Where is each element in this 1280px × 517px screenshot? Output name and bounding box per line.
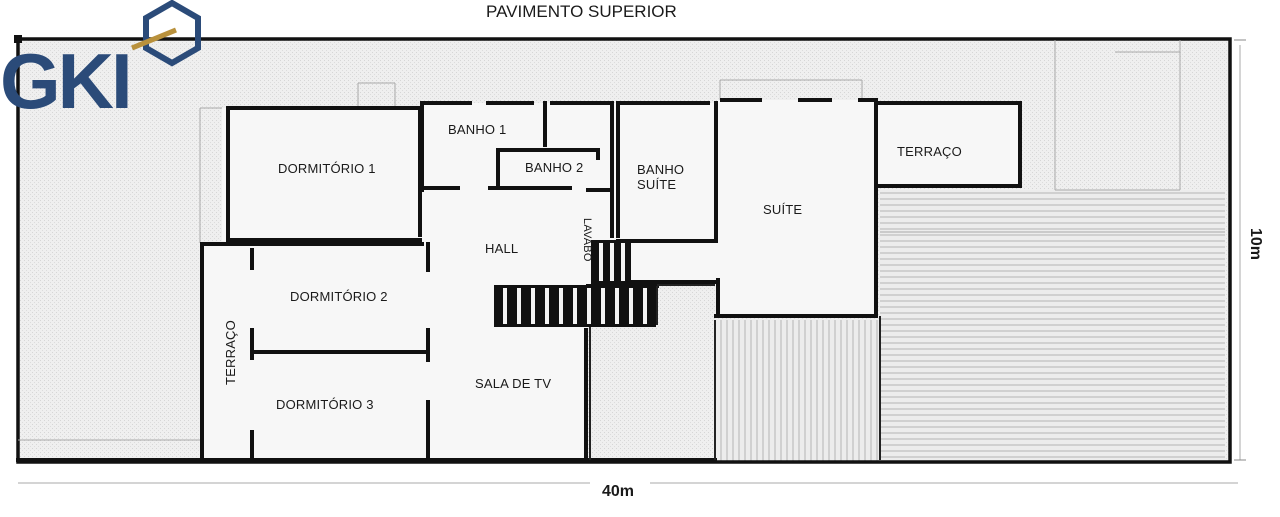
room-label-dormitorio-1: DORMITÓRIO 1: [278, 161, 376, 176]
room-label-banho-1: BANHO 1: [448, 122, 507, 137]
interior-floor: [202, 100, 1020, 462]
dimension-width: 40m: [602, 483, 635, 500]
walls: [16, 98, 1022, 462]
room-label-suite: SUÍTE: [763, 202, 803, 217]
room-label-terraco-left: TERRAÇO: [223, 320, 238, 385]
room-label-hall: HALL: [485, 241, 519, 256]
room-label-dormitorio-3: DORMITÓRIO 3: [276, 397, 374, 412]
room-label-terraco-right: TERRAÇO: [897, 144, 962, 159]
page-title: PAVIMENTO SUPERIOR: [486, 2, 677, 21]
logo-mark: [131, 0, 201, 67]
corner-marker: [14, 35, 22, 43]
dimension-lines: [1234, 39, 1246, 461]
room-label-banho-suite-2: SUÍTE: [637, 177, 677, 192]
partitions: [589, 284, 881, 460]
deck-area-far-right: [880, 190, 1225, 462]
dimension-height: 10m: [1247, 228, 1264, 261]
room-label-dormitorio-2: DORMITÓRIO 2: [290, 289, 388, 304]
deck-area-right: [715, 320, 880, 462]
room-label-banho-suite-1: BANHO: [637, 162, 685, 177]
small-staircase: [591, 240, 631, 284]
company-logo: GKI: [0, 37, 133, 125]
room-label-banho-2: BANHO 2: [525, 160, 584, 175]
room-label-sala-tv: SALA DE TV: [475, 376, 552, 391]
background-lines: [18, 40, 1241, 484]
room-label-lavabo: LAVABO: [581, 218, 593, 262]
main-staircase: [494, 285, 656, 327]
